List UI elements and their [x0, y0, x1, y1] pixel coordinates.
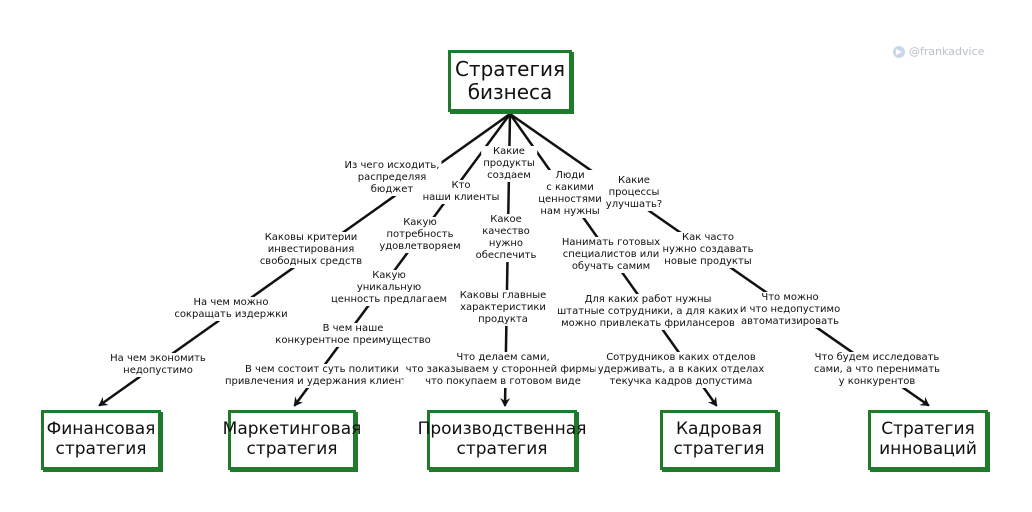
question-label: В чем наше конкурентное преимущество: [273, 323, 433, 347]
leaf-marketing-strategy: Маркетинговая стратегия: [223, 410, 361, 470]
question-label: Что будем исследовать сами, а что перени…: [812, 352, 942, 388]
root-node-business-strategy: Стратегия бизнеса: [448, 50, 572, 112]
question-label: В чем состоит суть политики привлечения …: [223, 364, 421, 388]
question-label: Какую уникальную ценность предлагаем: [328, 270, 450, 306]
question-label: На чем экономить недопустимо: [108, 353, 208, 377]
leaf-hr-strategy: Кадровая стратегия: [660, 410, 778, 470]
question-label: Что можно и что недопустимо автоматизиро…: [737, 292, 843, 328]
leaf-label: Производственная стратегия: [417, 419, 587, 459]
watermark: @frankadvice: [893, 45, 984, 58]
question-label: На чем можно сокращать издержки: [172, 297, 290, 321]
question-label: Для каких работ нужны штатные сотрудники…: [555, 294, 741, 330]
leaf-financial-strategy: Финансовая стратегия: [41, 410, 161, 470]
branch-connector-line: [293, 112, 512, 407]
question-label: Из чего исходить, распределяя бюджет: [342, 160, 442, 196]
leaf-label: Стратегия инноваций: [879, 419, 977, 459]
watermark-text: @frankadvice: [909, 45, 985, 58]
question-label: Каковы критерии инвестирования свободных…: [257, 232, 365, 268]
question-label: Какие продукты создаем: [481, 146, 537, 182]
leaf-label: Кадровая стратегия: [673, 419, 765, 459]
telegram-icon: [893, 45, 905, 58]
root-label: Стратегия бизнеса: [454, 57, 566, 104]
question-label: Кто наши клиенты: [420, 180, 502, 204]
leaf-innovation-strategy: Стратегия инноваций: [868, 410, 988, 470]
question-label: Нанимать готовых специалистов или обучат…: [559, 237, 663, 273]
question-label: Что делаем сами, что заказываем у сторон…: [403, 352, 603, 388]
question-label: Какие процессы улучшать?: [603, 175, 665, 211]
question-label: Сотрудников каких отделов удерживать, а …: [595, 352, 767, 388]
leaf-label: Финансовая стратегия: [46, 419, 156, 459]
question-label: Каковы главные характеристики продукта: [457, 290, 549, 326]
leaf-production-strategy: Производственная стратегия: [418, 410, 586, 470]
question-label: Как часто нужно создавать новые продукты: [660, 232, 756, 268]
question-label: Какую потребность удовлетворяем: [377, 217, 463, 253]
question-label: Какое качество нужно обеспечить: [473, 214, 539, 262]
question-label: Люди с какими ценностями нам нужны: [536, 170, 604, 218]
leaf-label: Маркетинговая стратегия: [222, 419, 362, 459]
